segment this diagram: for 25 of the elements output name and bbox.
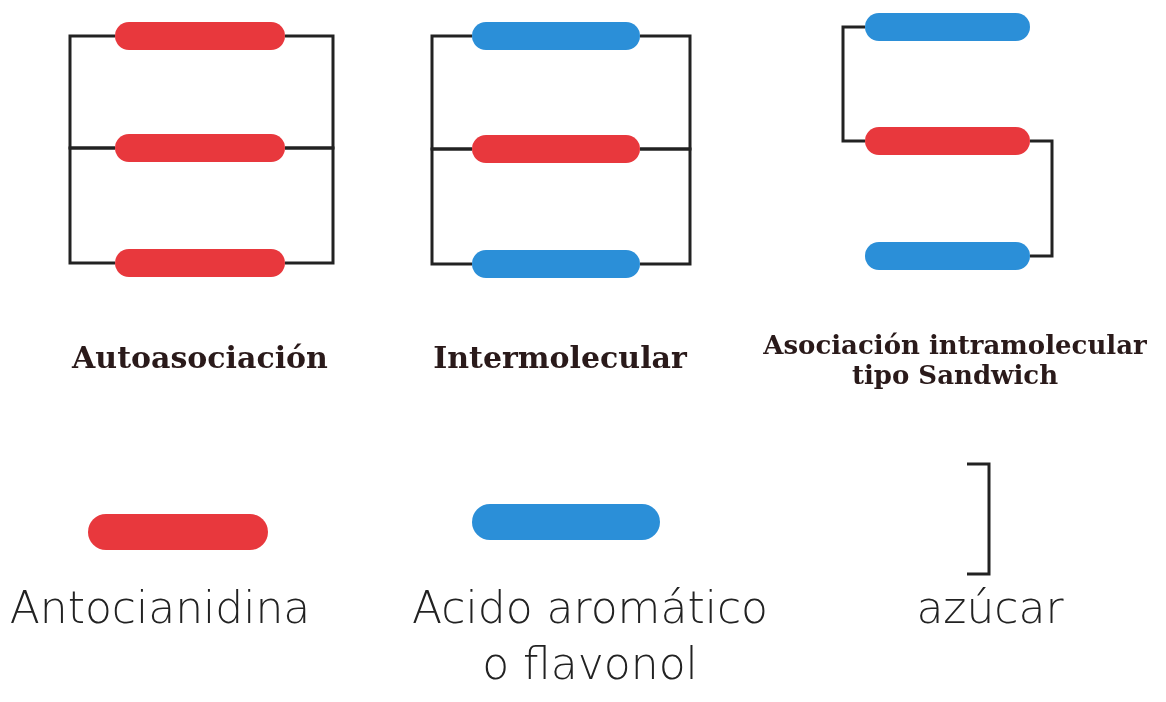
molecule-bar <box>865 13 1030 41</box>
sugar-link-line <box>841 25 865 143</box>
sugar-link-line <box>285 34 335 150</box>
sugar-link-line <box>68 146 115 265</box>
sugar-link-line <box>640 147 692 266</box>
molecule-bar <box>115 22 285 50</box>
panel-caption: Autoasociación <box>70 340 329 375</box>
molecule-bar <box>472 135 640 163</box>
molecule-bar <box>115 134 285 162</box>
sugar-link-line <box>285 146 335 265</box>
molecule-bar <box>865 127 1030 155</box>
panel-caption: Intermolecular <box>432 340 688 375</box>
sugar-link-line <box>68 34 115 150</box>
sugar-link-line <box>430 147 472 266</box>
sugar-link-line <box>430 34 472 151</box>
sugar-link-line <box>1030 139 1054 258</box>
legend-label: azúcar <box>915 581 1065 635</box>
legend-label: Acido aromático o flavonol <box>411 581 769 691</box>
sugar-link-line <box>640 34 692 151</box>
molecule-bar <box>115 249 285 277</box>
molecule-bar <box>472 250 640 278</box>
panel-caption: Asociación intramolecular tipo Sandwich <box>762 330 1148 390</box>
legend-label: Antocianidina <box>8 581 312 635</box>
molecule-bar <box>472 22 640 50</box>
molecule-bar <box>865 242 1030 270</box>
